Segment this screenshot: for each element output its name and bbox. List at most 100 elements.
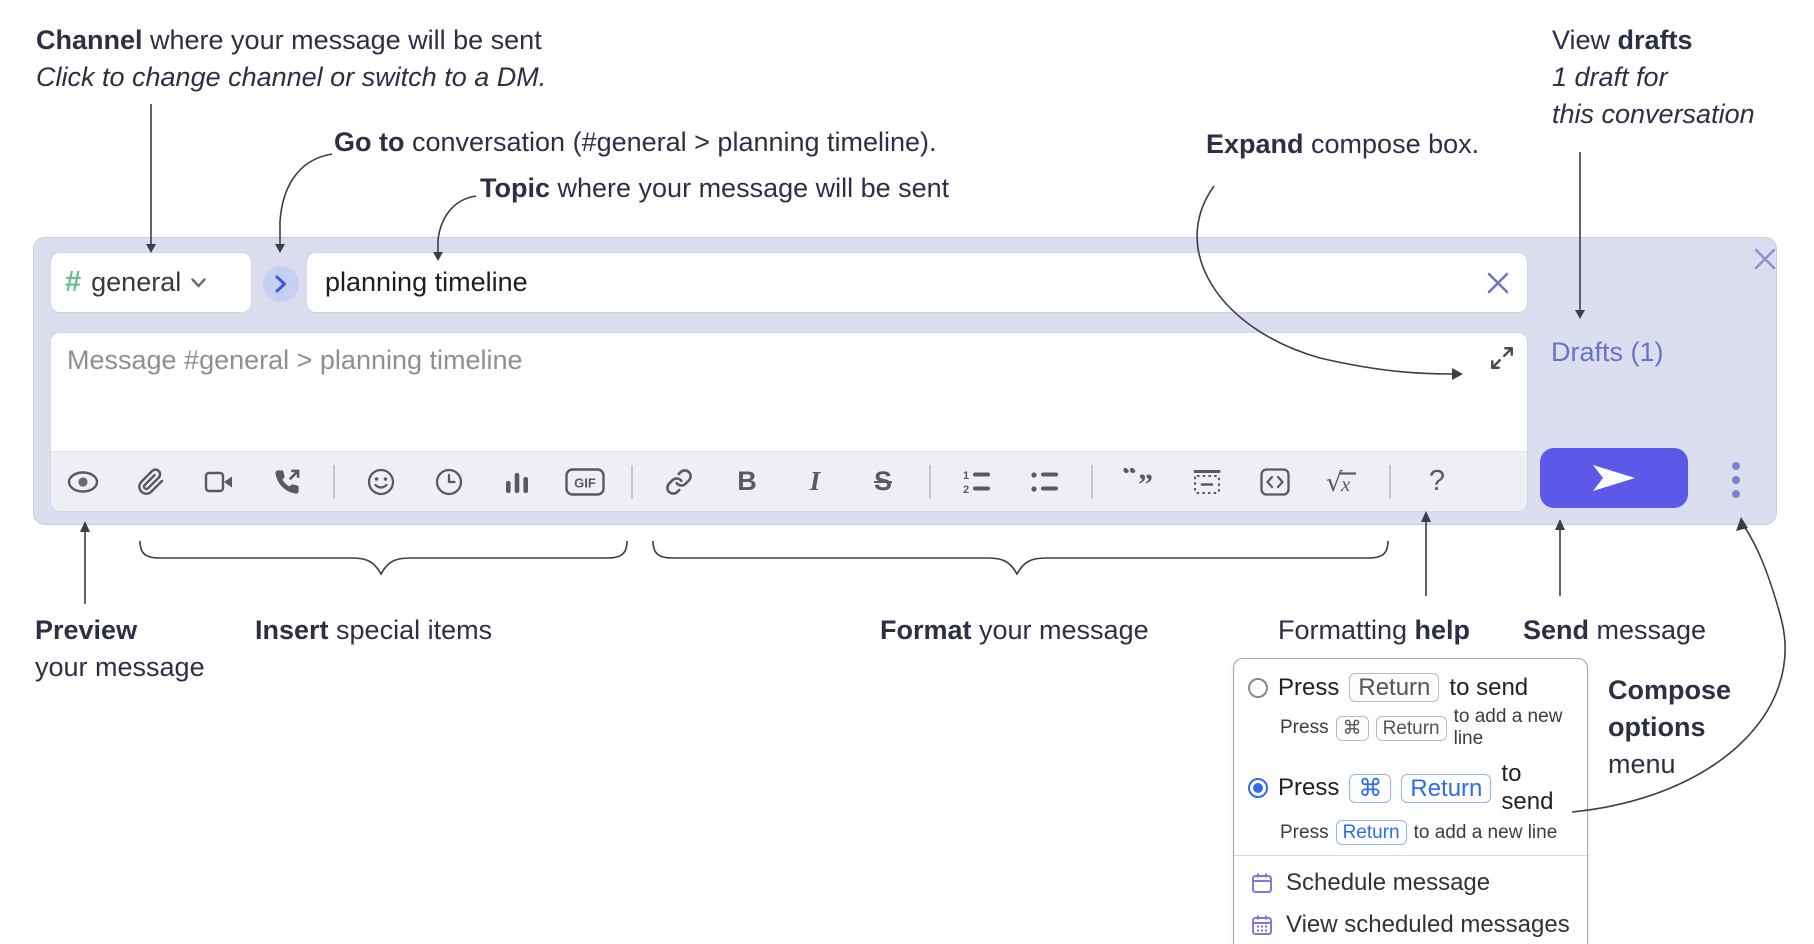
- spoiler-button[interactable]: [1185, 462, 1229, 502]
- eye-icon: [67, 470, 99, 493]
- svg-text:2: 2: [963, 484, 969, 495]
- annotation-help-pre: Formatting: [1278, 615, 1415, 645]
- drafts-link[interactable]: Drafts (1): [1551, 337, 1664, 367]
- radio-unselected-icon[interactable]: [1248, 677, 1268, 698]
- go-to-conversation-button[interactable]: [263, 266, 299, 302]
- annotation-goto-rest: conversation (#general > planning timeli…: [404, 127, 937, 157]
- annotation-view-drafts: View drafts 1 draft for this conversatio…: [1552, 22, 1755, 133]
- annotation-compose-options-line1: Compose: [1608, 675, 1732, 705]
- send-button[interactable]: [1540, 448, 1688, 508]
- option-enter-sends[interactable]: Press Return to send: [1248, 673, 1573, 702]
- annotation-expand-bold: Expand: [1206, 129, 1304, 159]
- toolbar-divider: [333, 464, 335, 499]
- voice-call-button[interactable]: [265, 462, 309, 502]
- video-camera-icon: [204, 471, 232, 492]
- topic-input[interactable]: [307, 267, 1485, 298]
- insert-brace: [139, 540, 628, 576]
- time-button[interactable]: [427, 462, 471, 502]
- expand-compose-button[interactable]: [1489, 345, 1515, 371]
- option-enter-sends-subtext: Press ⌘ Return to add a new line: [1280, 706, 1573, 750]
- emoji-button[interactable]: [359, 462, 403, 502]
- formatting-help-button[interactable]: ?: [1415, 462, 1459, 502]
- poll-button[interactable]: [495, 462, 539, 502]
- quote-icon: “”: [1122, 468, 1153, 496]
- annotation-format: Format your message: [880, 612, 1149, 649]
- chevron-right-icon: [275, 275, 286, 293]
- annotation-topic-rest: where your message will be sent: [550, 173, 950, 203]
- svg-text:”: ”: [1138, 468, 1153, 496]
- question-mark-icon: ?: [1428, 465, 1446, 497]
- close-compose-button[interactable]: [1752, 246, 1778, 272]
- to-new-line-label: to add a new line: [1413, 821, 1558, 843]
- ellipsis-dot: [1732, 490, 1740, 498]
- return-key: Return: [1335, 820, 1407, 845]
- annotation-compose-options-line3: menu: [1608, 749, 1676, 779]
- smiley-icon: [367, 468, 395, 495]
- return-key: Return: [1401, 773, 1492, 803]
- svg-text:√: √: [1326, 468, 1343, 496]
- to-send-label: to send: [1449, 673, 1529, 701]
- calendar-icon: [1252, 873, 1272, 893]
- message-compose-area: GIF B I S 12 “”: [50, 332, 1528, 512]
- annotation-compose-options: Compose options menu: [1608, 672, 1731, 783]
- italic-button[interactable]: I: [793, 462, 837, 502]
- annotation-channel-bold: Channel: [36, 25, 143, 55]
- to-new-line-label: to add a new line: [1453, 706, 1563, 749]
- annotation-format-bold: Format: [880, 615, 972, 645]
- to-send-label: to send: [1501, 760, 1554, 815]
- quote-button[interactable]: “”: [1117, 462, 1161, 502]
- compose-options-button[interactable]: [1720, 456, 1752, 504]
- return-key: Return: [1375, 715, 1447, 741]
- strikethrough-button[interactable]: S: [861, 462, 905, 502]
- link-button[interactable]: [657, 462, 701, 502]
- option-cmd-enter-sends[interactable]: Press ⌘ Return to send: [1248, 760, 1573, 816]
- bold-button[interactable]: B: [725, 462, 769, 502]
- annotation-insert-rest: special items: [328, 615, 493, 645]
- svg-text:x: x: [1340, 472, 1351, 496]
- menu-item-schedule-message[interactable]: Schedule message: [1234, 862, 1587, 904]
- menu-item-label: View scheduled messages: [1286, 911, 1570, 938]
- bar-chart-icon: [506, 472, 528, 493]
- annotation-compose-options-line2: options: [1608, 712, 1706, 742]
- annotation-send-bold: Send: [1523, 615, 1590, 645]
- gif-button[interactable]: GIF: [563, 462, 607, 502]
- clock-icon: [435, 468, 463, 495]
- svg-text:GIF: GIF: [574, 475, 596, 490]
- return-key: Return: [1349, 673, 1440, 702]
- chevron-down-icon: [191, 277, 206, 288]
- svg-text:1: 1: [963, 470, 969, 482]
- clear-topic-button[interactable]: [1485, 270, 1511, 296]
- toolbar-divider: [1091, 464, 1093, 499]
- attach-file-button[interactable]: [129, 462, 173, 502]
- toolbar-divider: [929, 464, 931, 499]
- annotation-goto: Go to conversation (#general > planning …: [334, 124, 937, 161]
- annotation-expand-rest: compose box.: [1303, 129, 1480, 159]
- channel-hash-icon: #: [65, 266, 82, 298]
- menu-divider: [1234, 855, 1587, 856]
- strikethrough-icon: S: [873, 466, 892, 496]
- channel-selector[interactable]: # general: [50, 252, 252, 313]
- video-call-button[interactable]: [197, 462, 241, 502]
- topic-input-box: [306, 252, 1528, 313]
- annotation-insert-bold: Insert: [255, 615, 329, 645]
- annotation-topic-bold: Topic: [480, 173, 550, 203]
- annotation-expand: Expand compose box.: [1206, 126, 1479, 163]
- annotation-view-drafts-line2: 1 draft for: [1552, 62, 1668, 92]
- format-brace: [652, 540, 1389, 576]
- preview-button[interactable]: [61, 462, 105, 502]
- expand-icon: [1491, 347, 1513, 369]
- code-button[interactable]: [1253, 462, 1297, 502]
- annotation-topic: Topic where your message will be sent: [480, 170, 949, 207]
- message-textarea[interactable]: [51, 333, 1527, 451]
- press-label: Press: [1280, 821, 1329, 843]
- toolbar-divider: [631, 464, 633, 499]
- menu-item-view-scheduled-messages[interactable]: View scheduled messages: [1234, 904, 1587, 944]
- annotation-channel-line2: Click to change channel or switch to a D…: [36, 62, 547, 92]
- radio-selected-icon[interactable]: [1248, 778, 1268, 798]
- math-button[interactable]: √x: [1321, 462, 1365, 502]
- goto-connector-line: [279, 153, 333, 244]
- bulleted-list-button[interactable]: [1023, 462, 1067, 502]
- channel-name: general: [91, 267, 182, 297]
- press-label: Press: [1280, 717, 1329, 738]
